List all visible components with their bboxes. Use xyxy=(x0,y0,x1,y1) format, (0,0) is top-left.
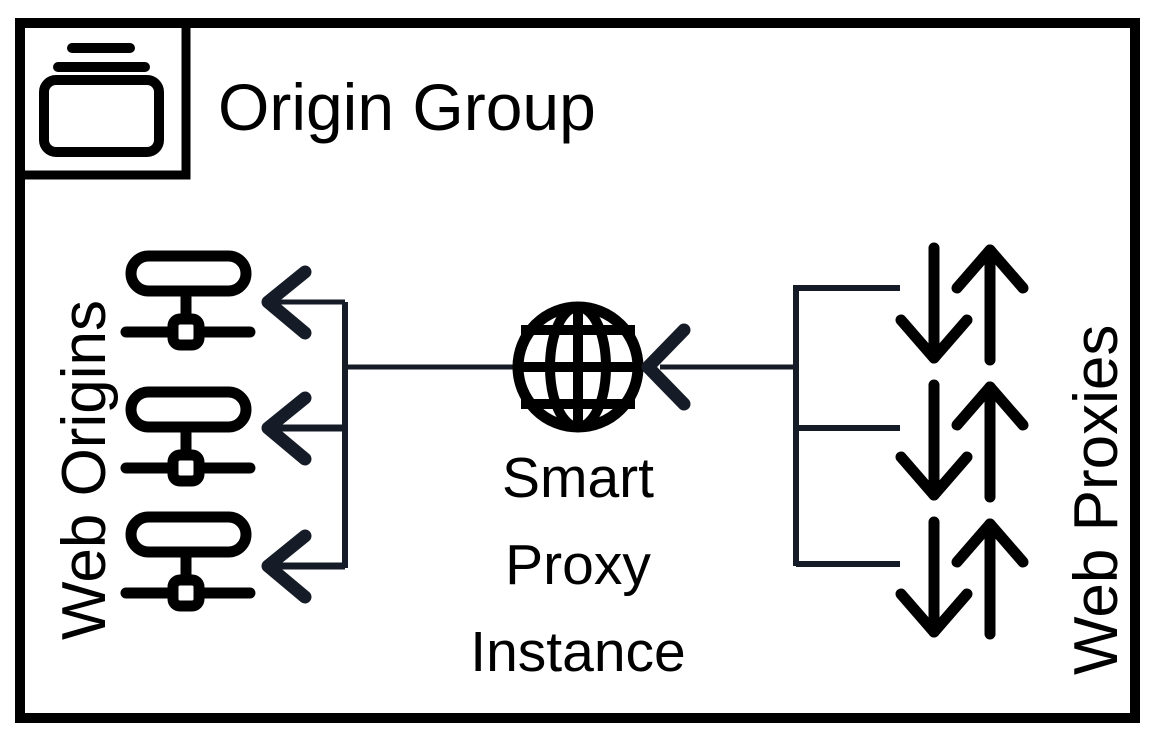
web-origin-icon-2 xyxy=(120,386,256,487)
web-proxy-icon-3 xyxy=(895,516,1029,640)
center-label-line-3: Instance xyxy=(470,620,685,684)
connector-proxies-to-instance xyxy=(641,285,900,567)
web-origin-icon-1 xyxy=(120,250,256,351)
origin-group-stack-icon xyxy=(39,43,164,157)
center-label-line-2: Proxy xyxy=(505,533,651,597)
arrowhead-instance xyxy=(641,323,691,411)
right-group-label: Web Proxies xyxy=(1062,325,1131,675)
page-title: Origin Group xyxy=(218,70,596,144)
center-label-line-1: Smart xyxy=(502,446,654,510)
arrowhead-origin-3 xyxy=(261,529,312,604)
globe-icon xyxy=(512,301,644,433)
title-icon-box xyxy=(15,18,191,180)
web-origin-icon-3 xyxy=(120,511,256,612)
arrowhead-origin-2 xyxy=(261,391,312,466)
connector-instance-to-origins xyxy=(261,265,518,604)
web-proxy-icon-2 xyxy=(895,379,1029,503)
arrowhead-origin-1 xyxy=(261,265,312,340)
origin-group-boundary xyxy=(15,18,1140,723)
web-proxy-icon-1 xyxy=(895,242,1029,366)
left-group-label: Web Origins xyxy=(50,300,119,640)
